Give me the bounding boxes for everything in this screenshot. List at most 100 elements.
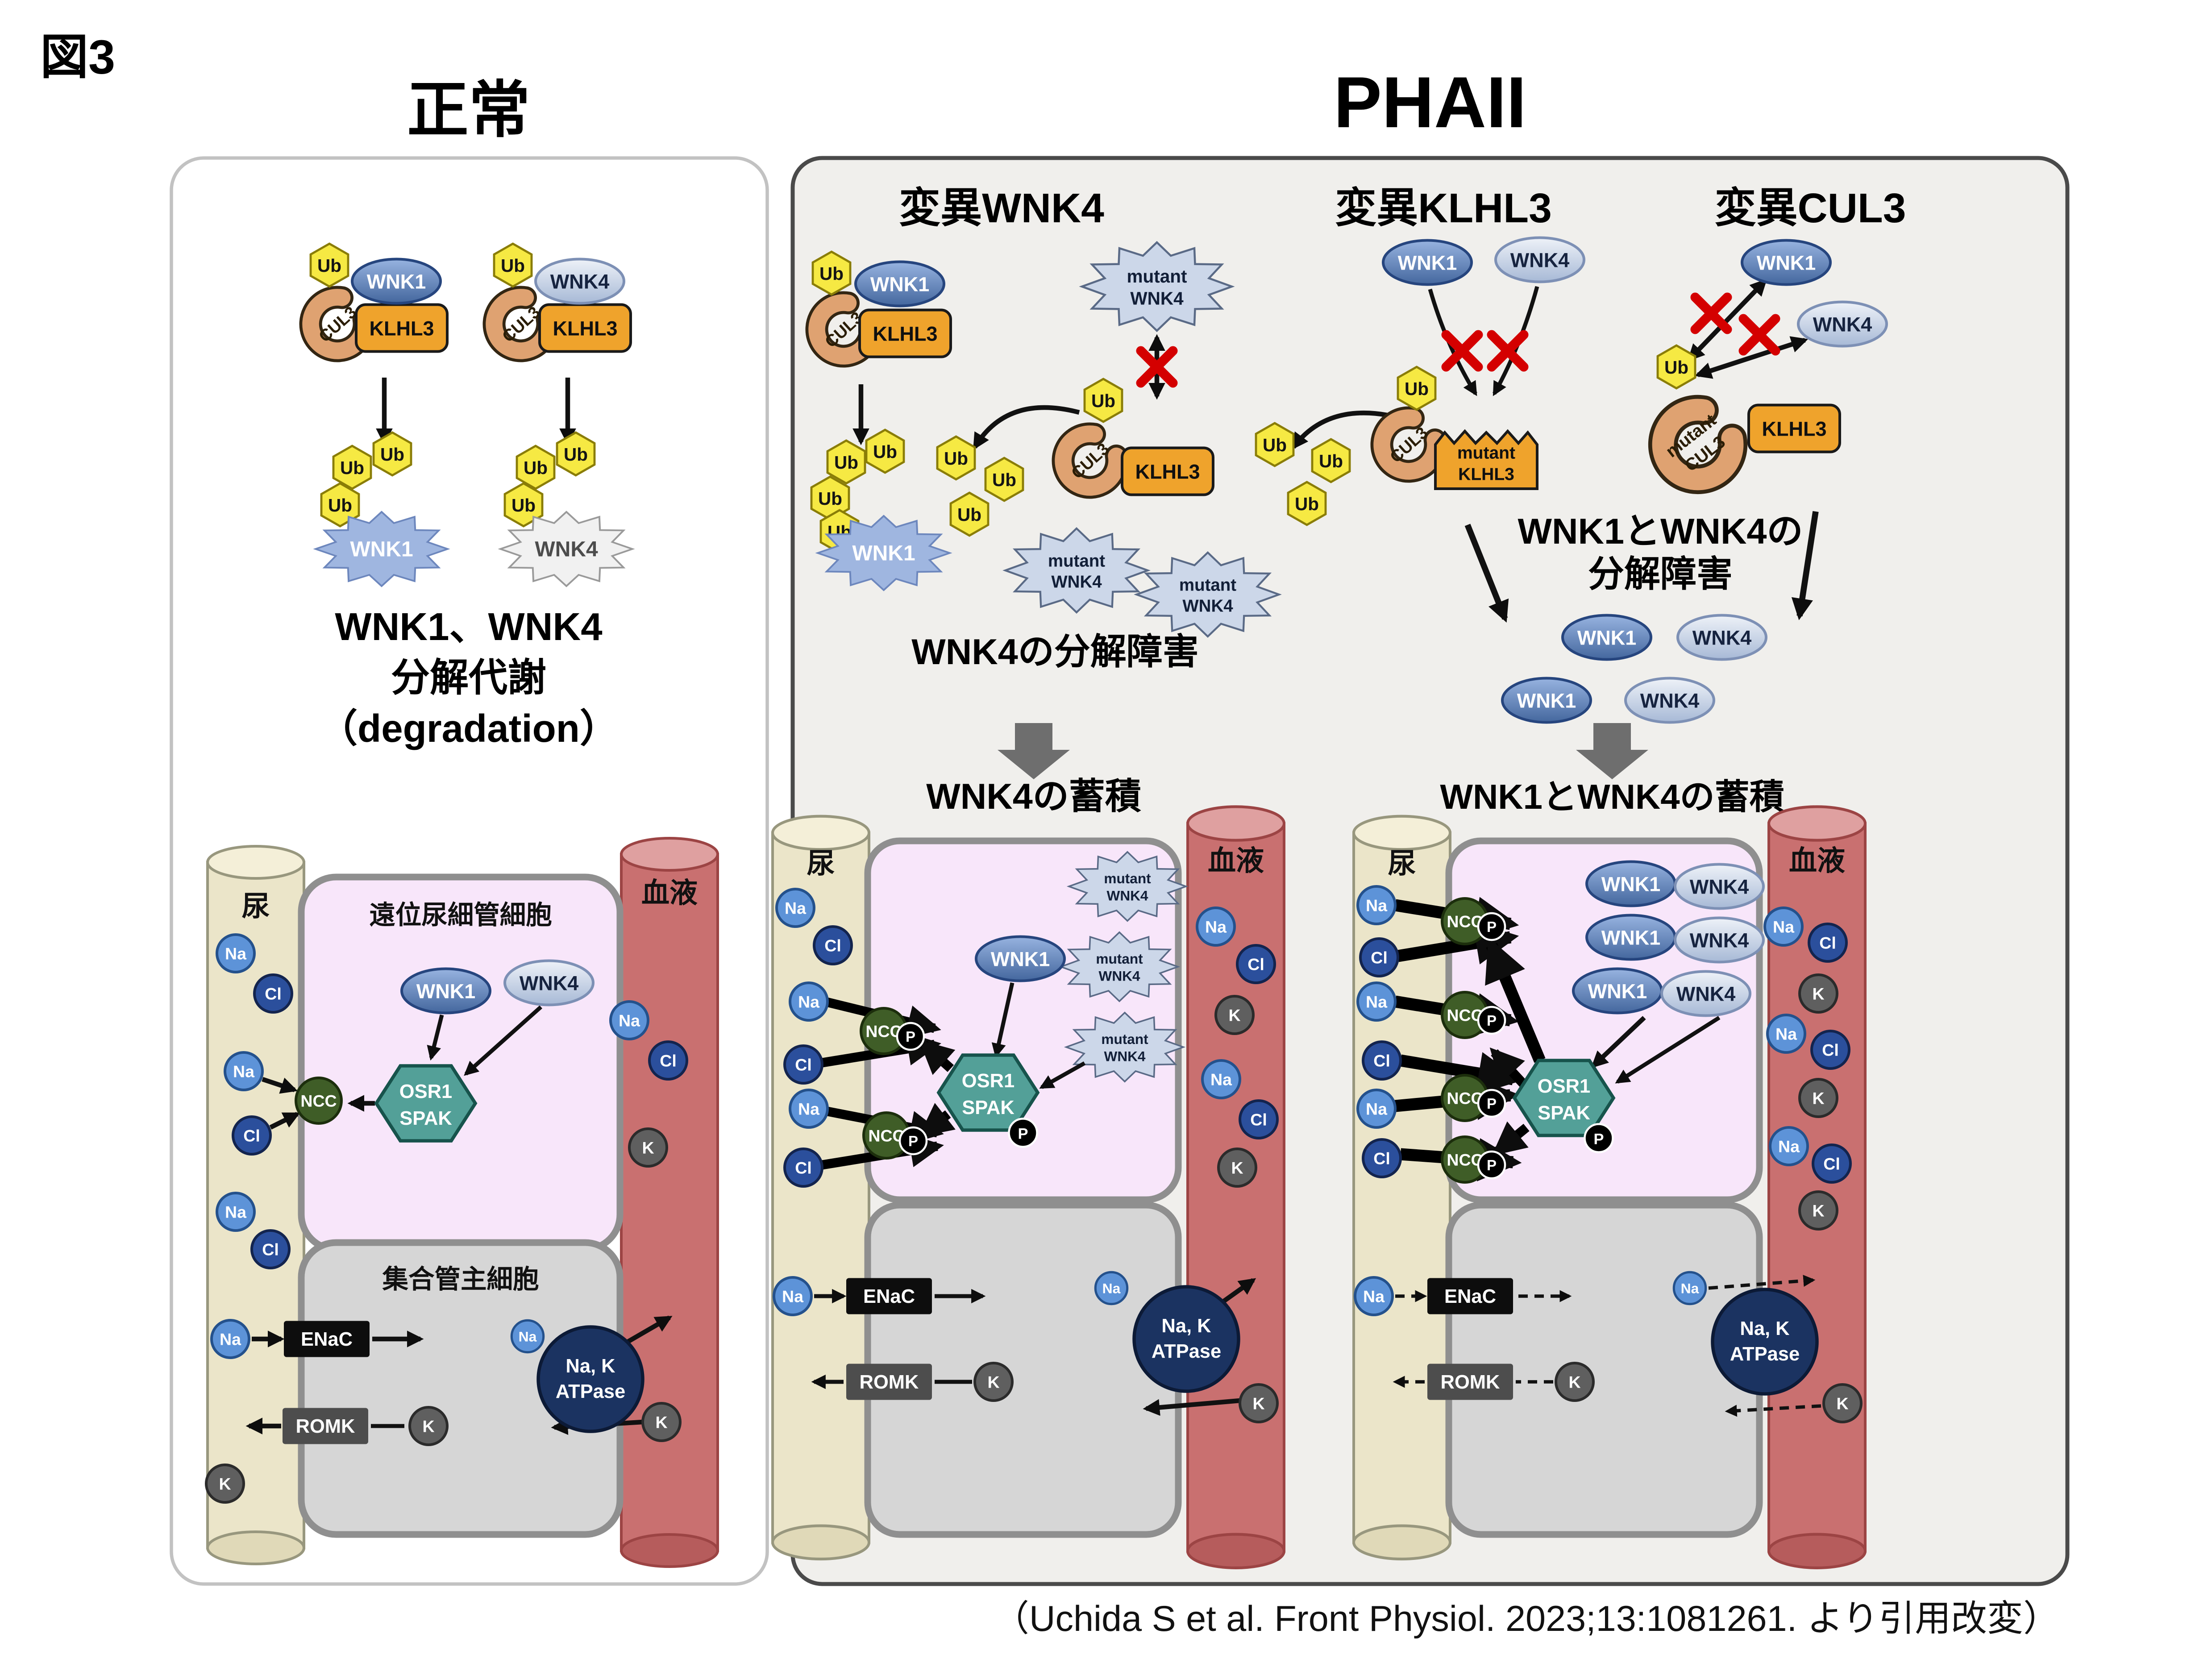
wnk1-protein <box>976 937 1064 981</box>
na-ion <box>1095 1272 1127 1304</box>
wnk4-protein <box>1675 918 1763 962</box>
distal-tubule-label: 遠位尿細管細胞 <box>369 901 552 930</box>
wnk-signal-arrow <box>1615 1016 1721 1084</box>
degradation-caption-2: 分解代謝 <box>391 656 546 699</box>
klhl3-protein <box>1749 405 1840 452</box>
wnk1-protein <box>1587 915 1675 960</box>
k-ion <box>1800 975 1837 1012</box>
k-ion <box>1556 1363 1593 1401</box>
romk-channel <box>283 1408 368 1444</box>
blood-label: 血液 <box>1208 845 1264 877</box>
cul3-crescent <box>1652 399 1744 491</box>
urine-column <box>773 816 869 1559</box>
converging-arrow <box>1464 524 1509 623</box>
k-ion <box>629 1129 667 1166</box>
na-ion <box>1197 908 1235 945</box>
cl-ion <box>785 1046 822 1083</box>
phospho-p <box>1585 1124 1613 1152</box>
ub-molecule <box>1288 482 1326 525</box>
na-ion <box>225 1052 262 1090</box>
k-ion <box>1240 1385 1277 1422</box>
distal-tubule-cell <box>298 873 624 1253</box>
cl-ion <box>1813 1145 1850 1182</box>
wnk4-protein <box>1798 302 1887 346</box>
cl-ion <box>1360 939 1398 976</box>
klhl3-protein <box>356 305 447 352</box>
cl-ion <box>233 1117 270 1154</box>
section-title-mutant-klhl3: 変異KLHL3 <box>1335 185 1552 231</box>
wnk1-protein <box>1502 678 1591 723</box>
na-ion <box>212 1320 249 1358</box>
ub-molecule <box>951 493 988 536</box>
cl-ion <box>252 1231 289 1268</box>
na-ion <box>611 1002 648 1039</box>
ub-molecule <box>1312 439 1350 482</box>
na-ion <box>1770 1127 1808 1165</box>
wnk1-protein <box>402 969 490 1013</box>
cl-transport-arrow <box>269 1112 300 1130</box>
wnk14-accumulation-caption: WNK1とWNK4の蓄積 <box>1440 777 1784 816</box>
na-pump-arrow-reduced <box>1708 1275 1816 1290</box>
cl-ion <box>814 927 852 964</box>
k-ion <box>1800 1079 1837 1117</box>
na-transport-arrow <box>262 1077 298 1094</box>
wnk1-protein <box>1573 969 1662 1013</box>
activation-arrow <box>1492 1121 1530 1156</box>
converging-arrow <box>1791 511 1819 620</box>
na-k-atpase-pump <box>1134 1287 1239 1391</box>
na-k-atpase-pump <box>538 1327 643 1431</box>
section-title-mutant-cul3: 変異CUL3 <box>1715 185 1906 231</box>
blocked-binding-arrow <box>1694 336 1809 379</box>
na-ion <box>1358 886 1395 924</box>
activation-arrow <box>1485 937 1546 1063</box>
activation-arrow <box>1489 1047 1530 1091</box>
ncc-transporter <box>296 1078 341 1123</box>
wnk4-protein <box>1496 238 1584 282</box>
klhl3-protein <box>540 305 631 352</box>
k-ion <box>975 1363 1012 1401</box>
degradation-caption-1: WNK1、WNK4 <box>335 605 602 649</box>
na-ion <box>790 983 827 1020</box>
na-ion <box>511 1320 543 1352</box>
wnk1-protein <box>352 259 441 304</box>
urine-label: 尿 <box>242 891 270 922</box>
wnk4-protein <box>536 259 624 304</box>
ub-release-arrow <box>973 405 1080 450</box>
degradation-caption-3: （degradation） <box>319 707 619 750</box>
wnk4-impaired-caption: WNK4の分解障害 <box>911 632 1199 672</box>
figure-label: 図3 <box>40 30 115 84</box>
ub-molecule <box>333 446 371 489</box>
ub-molecule <box>517 446 554 489</box>
ub-molecule <box>827 441 865 483</box>
mutant-cul3-protein: mutant CUL3 <box>1648 395 1748 495</box>
klhl3-protein <box>1122 448 1213 495</box>
wnk1-signal-arrow <box>427 1014 444 1061</box>
cl-ion <box>1809 924 1846 961</box>
k-ion <box>643 1403 680 1441</box>
k-ion <box>1824 1385 1861 1422</box>
mutant-cul3-crescent <box>1648 395 1748 495</box>
cl-ion <box>1363 1139 1401 1177</box>
ub-molecule <box>1398 367 1435 410</box>
enac-channel <box>1427 1278 1513 1314</box>
ub-molecule <box>557 432 595 475</box>
k-pump-arrow <box>1143 1398 1240 1416</box>
cl-ion <box>1237 945 1275 983</box>
blood-label: 血液 <box>1789 845 1845 877</box>
k-ion <box>1218 1149 1256 1186</box>
enac-channel <box>846 1278 932 1314</box>
urine-column <box>1354 816 1450 1559</box>
klhl3-protein <box>860 310 951 357</box>
k-ion <box>1216 996 1253 1034</box>
cl-ion <box>1363 1042 1401 1079</box>
na-ion <box>790 1090 827 1127</box>
ub-molecule <box>937 437 975 479</box>
k-ion <box>410 1407 447 1445</box>
na-ion <box>1358 1090 1395 1127</box>
activation-arrow <box>919 1103 956 1137</box>
wnk14-impaired-caption-1: WNK1とWNK4の <box>1518 511 1803 552</box>
ub-molecule <box>866 430 904 473</box>
na-ion <box>1767 1015 1805 1052</box>
cl-ion <box>1240 1101 1277 1138</box>
